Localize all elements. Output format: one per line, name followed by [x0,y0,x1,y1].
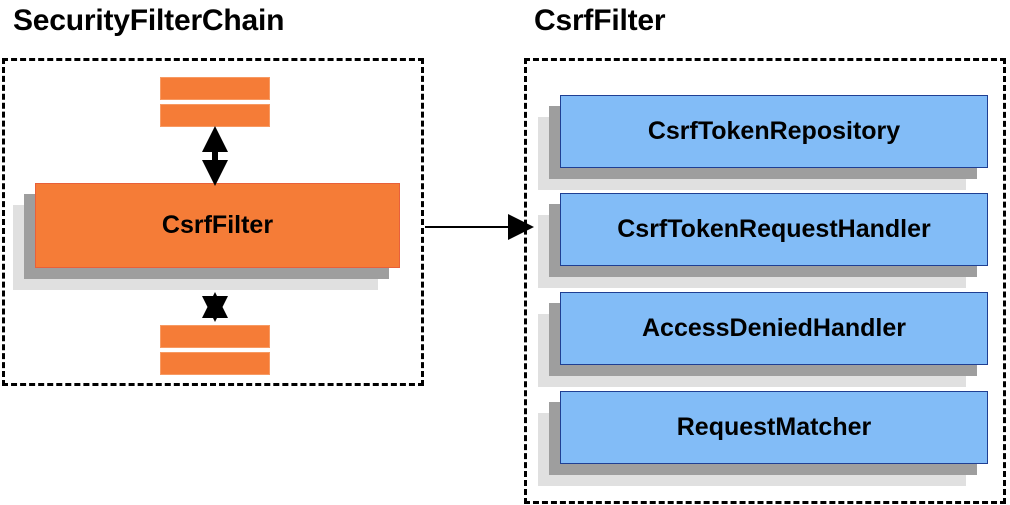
node-csrf-token-repository: CsrfTokenRepository [538,95,988,190]
node-csrf-token-repository-label: CsrfTokenRepository [560,95,988,168]
filter-bar-above-2 [160,104,270,127]
filter-bar-below-1 [160,325,270,348]
panel-csrf-filter-collaborators [524,58,1006,504]
node-csrf-filter: CsrfFilter [13,183,400,290]
node-csrf-token-request-handler-label: CsrfTokenRequestHandler [560,193,988,266]
node-access-denied-handler: AccessDeniedHandler [538,292,988,387]
filter-bar-above-1 [160,77,270,100]
node-csrf-filter-label: CsrfFilter [35,183,400,268]
node-access-denied-handler-label: AccessDeniedHandler [560,292,988,365]
filter-bar-below-2 [160,352,270,375]
panel-security-filter-chain [2,58,424,386]
page-title-security-filter-chain: SecurityFilterChain [13,4,285,37]
node-request-matcher-label: RequestMatcher [560,391,988,464]
node-request-matcher: RequestMatcher [538,391,988,486]
page-title-csrf-filter: CsrfFilter [534,4,666,37]
node-csrf-token-request-handler: CsrfTokenRequestHandler [538,193,988,288]
connector-csrf-filter-to-collaborators [425,214,534,240]
